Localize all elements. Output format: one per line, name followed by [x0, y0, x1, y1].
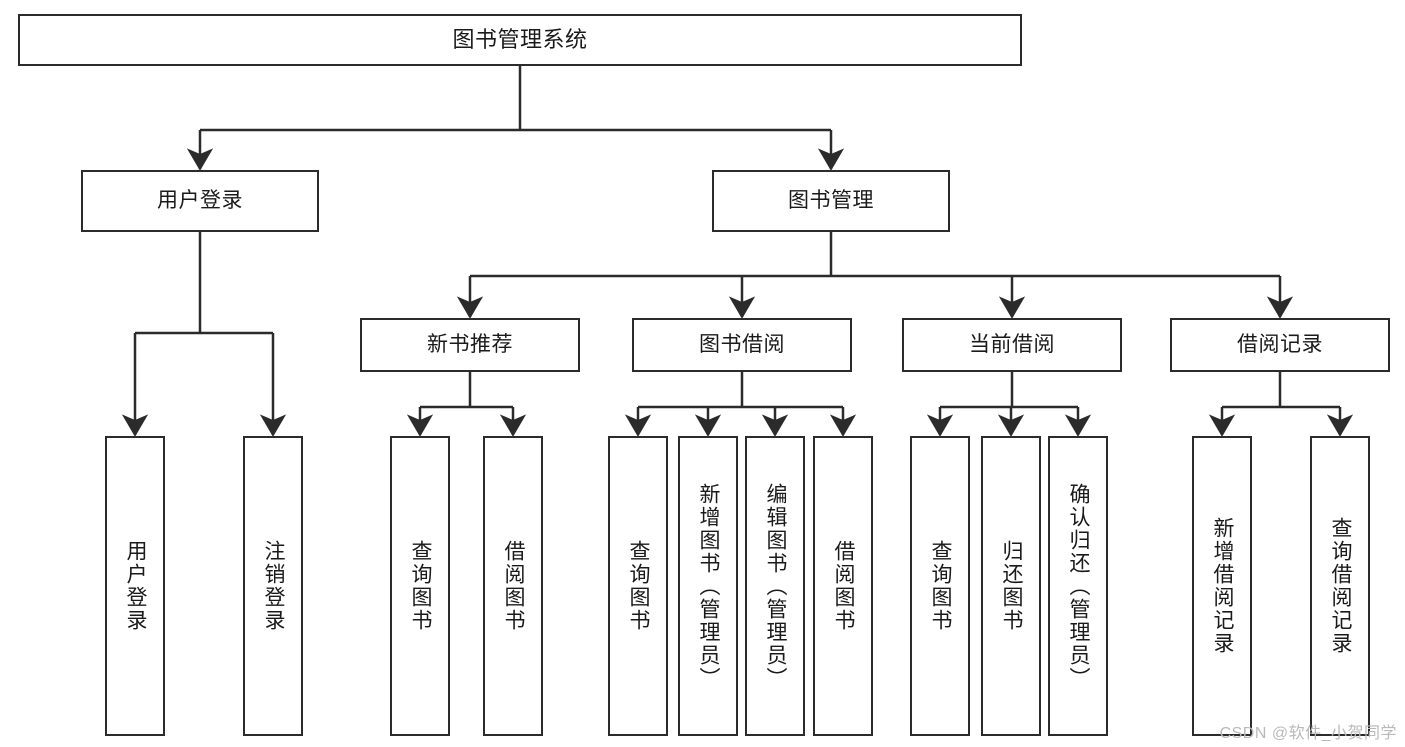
node-label: 借阅图书 — [502, 540, 526, 632]
node-label: 图书管理系统 — [452, 27, 588, 53]
node-label: 查询图书 — [627, 540, 651, 632]
node-l3-5[interactable]: 新增图书（管理员） — [678, 436, 738, 736]
node-l3-11[interactable]: 新增借阅记录 — [1192, 436, 1252, 736]
node-label: 新增借阅记录 — [1211, 517, 1235, 655]
node-label: 新增图书（管理员） — [697, 482, 721, 690]
node-l3-4[interactable]: 查询图书 — [608, 436, 668, 736]
node-l3-12[interactable]: 查询借阅记录 — [1310, 436, 1370, 736]
node-l2-2[interactable]: 当前借阅 — [902, 318, 1122, 372]
node-label: 注销登录 — [262, 540, 286, 632]
node-l3-3[interactable]: 借阅图书 — [483, 436, 543, 736]
node-l3-7[interactable]: 借阅图书 — [813, 436, 873, 736]
node-label: 借阅图书 — [832, 540, 856, 632]
node-l3-2[interactable]: 查询图书 — [390, 436, 450, 736]
node-l1-0[interactable]: 用户登录 — [81, 170, 319, 232]
connector-lines — [121, 66, 1354, 437]
node-label: 查询借阅记录 — [1329, 517, 1353, 655]
node-label: 新书推荐 — [427, 332, 513, 356]
node-l2-0[interactable]: 新书推荐 — [360, 318, 580, 372]
node-l1-1[interactable]: 图书管理 — [712, 170, 950, 232]
node-l2-3[interactable]: 借阅记录 — [1170, 318, 1390, 372]
node-label: 归还图书 — [1000, 540, 1024, 632]
node-label: 图书管理 — [788, 188, 874, 212]
node-label: 查询图书 — [409, 540, 433, 632]
node-root[interactable]: 图书管理系统 — [18, 14, 1022, 66]
node-l3-1[interactable]: 注销登录 — [243, 436, 303, 736]
node-l3-0[interactable]: 用户登录 — [105, 436, 165, 736]
node-label: 图书借阅 — [699, 332, 785, 356]
node-l3-6[interactable]: 编辑图书（管理员） — [745, 436, 805, 736]
watermark: CSDN @软件_小贺同学 — [1219, 725, 1397, 742]
node-label: 用户登录 — [157, 188, 243, 212]
node-label: 借阅记录 — [1237, 332, 1323, 356]
node-label: 编辑图书（管理员） — [764, 482, 788, 690]
node-l3-8[interactable]: 查询图书 — [910, 436, 970, 736]
node-l2-1[interactable]: 图书借阅 — [632, 318, 852, 372]
node-label: 当前借阅 — [969, 332, 1055, 356]
node-label: 确认归还（管理员） — [1067, 482, 1091, 690]
node-label: 查询图书 — [929, 540, 953, 632]
node-l3-10[interactable]: 确认归还（管理员） — [1048, 436, 1108, 736]
node-l3-9[interactable]: 归还图书 — [981, 436, 1041, 736]
node-label: 用户登录 — [124, 540, 148, 632]
